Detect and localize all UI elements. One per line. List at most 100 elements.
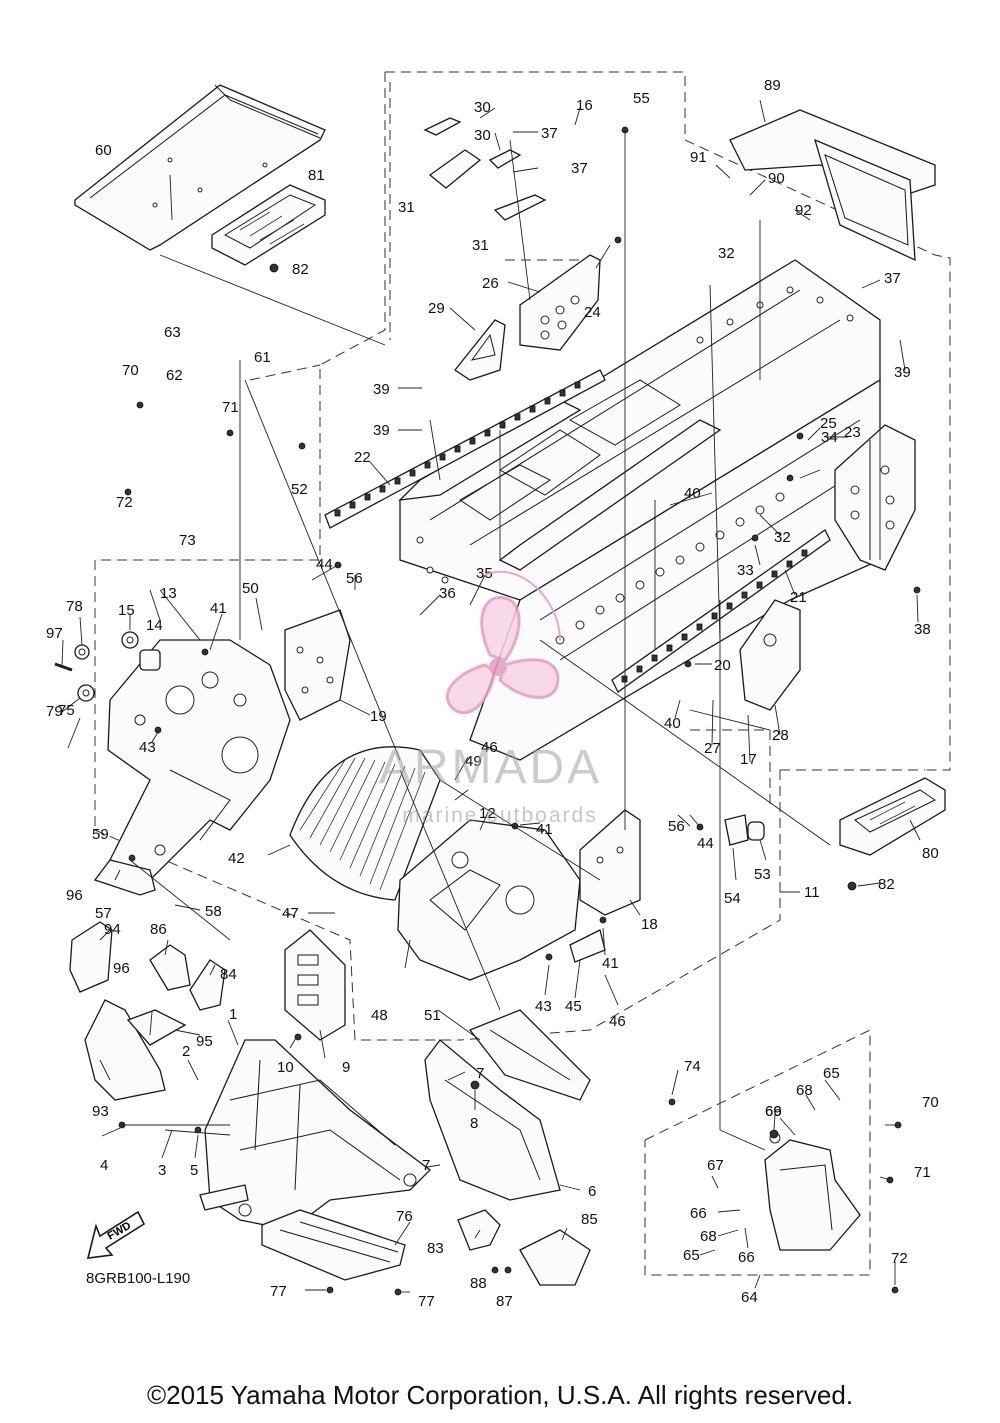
plate-13 <box>107 639 291 891</box>
part-label: 82 <box>292 261 309 278</box>
plate-51 <box>468 1009 591 1101</box>
part-label: 80 <box>922 845 939 862</box>
part-label: 29 <box>428 300 445 317</box>
part-label: 72 <box>891 1250 908 1267</box>
plate-19 <box>284 609 351 721</box>
part-label: 23 <box>844 424 861 441</box>
part-label: 38 <box>914 621 931 638</box>
part-labels: 1 2 3 4 5 6 7 7 8 9 10 11 12 13 14 15 16… <box>46 77 939 1310</box>
bulkhead-12 <box>397 819 581 981</box>
part-label: 17 <box>740 751 757 768</box>
part-label: 39 <box>894 364 911 381</box>
part-label: 40 <box>664 715 681 732</box>
part-label: 72 <box>116 494 133 511</box>
part-label: 66 <box>690 1205 707 1222</box>
part-label: 89 <box>764 77 781 94</box>
cover-85 <box>519 1229 591 1286</box>
part-label: 25 <box>820 415 837 432</box>
part-label: 87 <box>496 1293 513 1310</box>
part-label: 62 <box>166 367 183 384</box>
part-label: 70 <box>122 362 139 379</box>
part-label: 7 <box>422 1157 430 1174</box>
part-label: 13 <box>160 585 177 602</box>
skid-plate-76 <box>261 1209 406 1281</box>
part-label: 49 <box>465 753 482 770</box>
cover-60 <box>74 84 326 251</box>
watermark-subtitle: marine outboards <box>402 804 598 827</box>
part-label: 81 <box>308 167 325 184</box>
part-label: 46 <box>481 739 498 756</box>
part-label: 85 <box>581 1211 598 1228</box>
part-label: 47 <box>282 905 299 922</box>
part-label: 7 <box>476 1065 484 1082</box>
leader-lines <box>120 130 881 1151</box>
part-label: 22 <box>354 449 371 466</box>
duct-93 <box>84 999 166 1101</box>
bearing-parts <box>54 631 161 702</box>
part-label: 43 <box>139 739 156 756</box>
part-label: 39 <box>373 381 390 398</box>
part-label: 54 <box>724 890 741 907</box>
part-label: 57 <box>95 905 112 922</box>
label-leaders <box>61 99 921 1293</box>
part-label: 10 <box>277 1059 294 1076</box>
bracket-23 <box>834 424 916 571</box>
bracket-28 <box>739 599 801 711</box>
fasteners <box>118 126 921 1296</box>
guard-9 <box>284 929 346 1041</box>
part-label: 95 <box>196 1033 213 1050</box>
part-label: 36 <box>439 585 456 602</box>
copyright-notice: ©2015 Yamaha Motor Corporation, U.S.A. A… <box>146 1380 854 1410</box>
cover-83 <box>457 1209 501 1251</box>
part-label: 93 <box>92 1103 109 1120</box>
part-label: 53 <box>754 866 771 883</box>
part-label: 43 <box>535 998 552 1015</box>
assembly-64 <box>764 1132 861 1251</box>
part-label: 6 <box>588 1183 596 1200</box>
part-label: 37 <box>541 125 558 142</box>
part-label: 35 <box>476 565 493 582</box>
part-label: 15 <box>118 602 135 619</box>
part-label: 92 <box>795 202 812 219</box>
part-label: 65 <box>683 1247 700 1264</box>
part-label: 70 <box>922 1094 939 1111</box>
bracket-84 <box>189 959 226 1011</box>
part-label: 19 <box>370 708 387 725</box>
part-label: 69 <box>765 1103 782 1120</box>
bracket-57 <box>93 859 156 896</box>
part-label: 16 <box>576 97 593 114</box>
part-label: 3 <box>158 1162 166 1179</box>
part-label: 39 <box>373 422 390 439</box>
part-label: 21 <box>790 589 807 606</box>
part-label: 41 <box>536 821 553 838</box>
part-label: 28 <box>772 727 789 744</box>
part-label: 20 <box>714 657 731 674</box>
part-label: 46 <box>609 1013 626 1030</box>
part-label: 59 <box>92 826 109 843</box>
part-label: 64 <box>741 1289 758 1306</box>
part-label: 30 <box>474 127 491 144</box>
bracket-45 <box>569 929 606 963</box>
panel-95 <box>126 1009 187 1046</box>
part-label: 90 <box>768 170 785 187</box>
part-label: 78 <box>66 598 83 615</box>
part-label: 34 <box>821 429 838 446</box>
part-label: 58 <box>205 903 222 920</box>
part-label: 67 <box>707 1157 724 1174</box>
part-label: 31 <box>472 237 489 254</box>
part-label: 11 <box>804 884 820 901</box>
part-label: 52 <box>291 481 308 498</box>
part-label: 55 <box>633 90 650 107</box>
part-label: 32 <box>718 245 735 262</box>
part-label: 26 <box>482 275 499 292</box>
part-label: 68 <box>700 1228 717 1245</box>
part-label: 37 <box>571 160 588 177</box>
part-label: 41 <box>602 955 619 972</box>
part-label: 61 <box>254 349 271 366</box>
part-label: 5 <box>190 1162 198 1179</box>
bracket-11-parts <box>724 814 765 846</box>
part-label: 2 <box>182 1043 190 1060</box>
vent-81 <box>211 184 326 266</box>
part-label: 44 <box>316 556 333 573</box>
part-label: 77 <box>418 1293 435 1310</box>
